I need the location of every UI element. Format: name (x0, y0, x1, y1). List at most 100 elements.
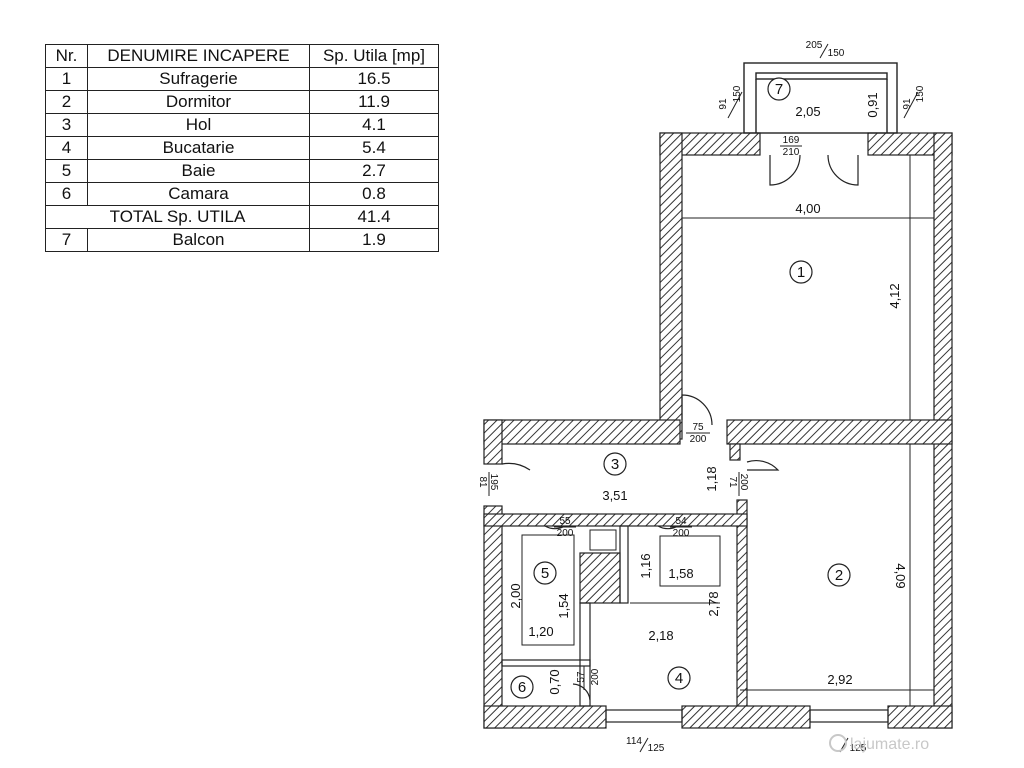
wall (619, 525, 629, 604)
row-room-name: Balcon (87, 228, 310, 252)
row-room-name: Baie (87, 159, 310, 183)
bedroom-window (809, 709, 889, 723)
room-markers: 7 1 3 2 5 4 6 (510, 77, 851, 699)
room-number: 4 (675, 670, 683, 687)
living-width-label: 4,00 (795, 201, 820, 216)
bath-width-label: 1,20 (528, 624, 553, 639)
table-row: 6 Camara 0.8 (45, 182, 439, 206)
entrance-door-arc (501, 462, 531, 471)
row-area: 0.8 (309, 182, 439, 206)
row-room-name: Bucatarie (87, 136, 310, 160)
opening-top: 57 (576, 671, 587, 683)
hall-length-label: 3,51 (602, 488, 627, 503)
wall (579, 602, 591, 707)
table-row: 3 Hol 4.1 (45, 113, 439, 137)
opening-top: 205 (806, 40, 823, 51)
opening-top: 54 (675, 516, 687, 527)
room-number: 6 (518, 679, 526, 696)
opening-bottom: 210 (783, 147, 800, 158)
wall (483, 419, 503, 465)
room-marker: 6 (510, 675, 534, 699)
wall (726, 419, 953, 445)
total-label: TOTAL Sp. UTILA (45, 205, 310, 229)
opening-bottom: 150 (828, 48, 845, 59)
row-nr: 2 (45, 90, 88, 114)
opening-bottom: 200 (673, 528, 690, 539)
room-marker: 4 (667, 666, 691, 690)
watermark-text: lajumate.ro (850, 736, 929, 753)
opening-top: 169 (783, 135, 800, 146)
kitchen-upper-height-label: 1,16 (638, 553, 653, 578)
wall (501, 659, 591, 667)
room-number: 1 (797, 264, 805, 281)
living-length-label: 4,12 (887, 283, 902, 308)
room-number: 5 (541, 565, 549, 582)
balcony (743, 62, 898, 134)
balcony-door-arc (827, 154, 859, 186)
opening-top: 114 (626, 736, 642, 747)
row-nr: 1 (45, 67, 88, 91)
walls (483, 132, 953, 729)
opening-bottom: 200 (590, 668, 601, 685)
balcony-outline (743, 62, 898, 134)
wall (729, 443, 741, 461)
table-row: 2 Dormitor 11.9 (45, 90, 439, 114)
opening-bottom: 195 (488, 474, 499, 491)
wall (483, 505, 503, 729)
wall (483, 419, 681, 445)
wall (681, 705, 811, 729)
wall (579, 552, 621, 604)
kitchen-upper-width-label: 1,58 (668, 566, 693, 581)
total-area: 41.4 (309, 205, 439, 229)
balcony-railing (755, 72, 888, 80)
row-nr: 5 (45, 159, 88, 183)
opening-top: 91 (902, 98, 913, 110)
opening-labels: 205 150 91 150 91 150 169 210 75 200 81 … (477, 40, 926, 754)
row-area: 4.1 (309, 113, 439, 137)
opening-top: 55 (559, 516, 571, 527)
hall-width-label: 1,18 (704, 466, 719, 491)
bedroom-length-label: 4,09 (893, 563, 908, 588)
room-marker: 1 (789, 260, 813, 284)
living-door-arc (681, 394, 713, 426)
wall (483, 513, 748, 527)
row-area: 11.9 (309, 90, 439, 114)
row-nr: 4 (45, 136, 88, 160)
bathtub (521, 534, 575, 646)
row-area: 5.4 (309, 136, 439, 160)
balcony-door-arc (769, 154, 801, 186)
bedroom-door-arc (746, 459, 780, 471)
header-room-name: DENUMIRE INCAPERE (87, 44, 310, 68)
row-nr: 7 (45, 228, 88, 252)
bath-outer-label: 2,00 (508, 583, 523, 608)
balcony-width-label: 2,05 (795, 104, 820, 119)
room-marker: 5 (533, 561, 557, 585)
table-header-row: Nr. DENUMIRE INCAPERE Sp. Utila [mp] (45, 44, 439, 68)
opening-top: 75 (692, 422, 704, 433)
bath-door-arc (544, 525, 566, 530)
table-row: 5 Baie 2.7 (45, 159, 439, 183)
table-row: 4 Bucatarie 5.4 (45, 136, 439, 160)
kitchen-height-label: 2,78 (706, 591, 721, 616)
room-number: 2 (835, 567, 843, 584)
wall (736, 499, 748, 729)
opening-top: 91 (718, 98, 729, 110)
table-row: 1 Sufragerie 16.5 (45, 67, 439, 91)
kitchen-door-arc (657, 525, 679, 530)
wall (659, 132, 683, 440)
opening-bottom: 125 (648, 743, 665, 754)
dimension-labels: 2,05 0,91 4,00 4,12 3,51 1,18 4,09 2,92 … (508, 92, 908, 694)
opening-top: 81 (477, 476, 488, 488)
fixtures (521, 155, 934, 706)
bath-inner-label: 1,54 (556, 593, 571, 618)
table-row: 7 Balcon 1.9 (45, 228, 439, 252)
room-marker: 3 (603, 452, 627, 476)
row-area: 1.9 (309, 228, 439, 252)
room-marker: 2 (827, 563, 851, 587)
cam-depth-label: 0,70 (547, 669, 562, 694)
kitchen-counter (659, 535, 721, 587)
wall (887, 705, 953, 729)
opening-bottom: 150 (915, 85, 926, 102)
opening-bottom: 125 (850, 743, 867, 754)
